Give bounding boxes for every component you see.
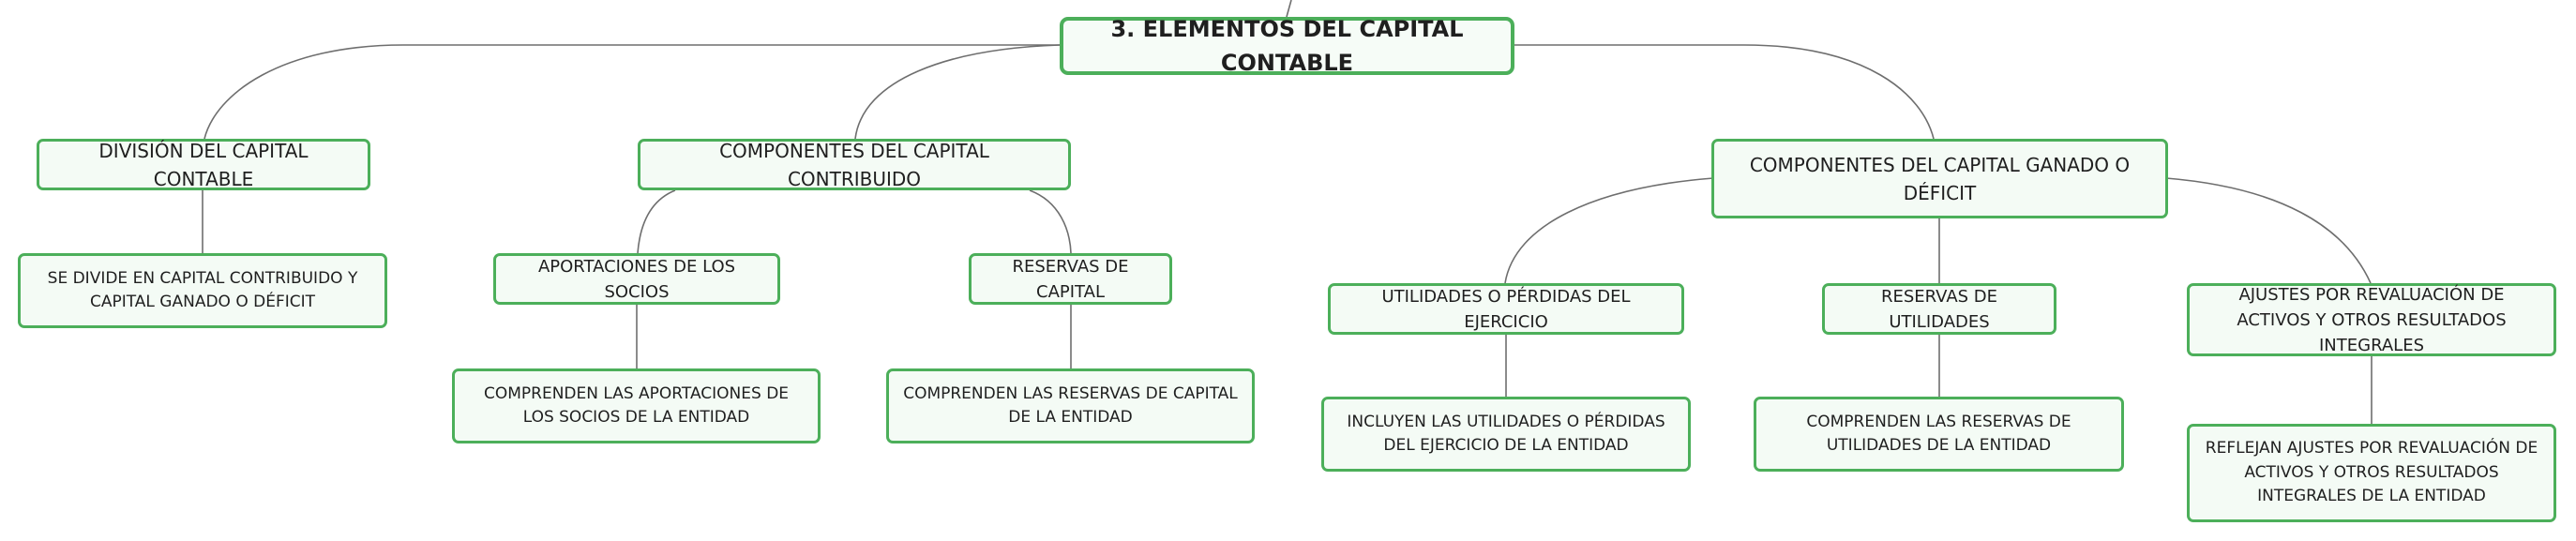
connector-root-to-division xyxy=(203,44,1060,140)
connector-root-to-contribuido xyxy=(854,44,1061,140)
child-ajustes-node[interactable]: AJUSTES POR REVALUACIÓN DE ACTIVOS Y OTR… xyxy=(2187,283,2556,356)
leaf-reservas-capital-node[interactable]: COMPRENDEN LAS RESERVAS DE CAPITAL DE LA… xyxy=(886,368,1255,443)
child-reservas-utilidades-node[interactable]: RESERVAS DE UTILIDADES xyxy=(1822,283,2056,335)
child-utilidades-node[interactable]: UTILIDADES O PÉRDIDAS DEL EJERCICIO xyxy=(1328,283,1684,335)
root-node[interactable]: 3. ELEMENTOS DEL CAPITAL CONTABLE xyxy=(1060,16,1514,76)
leaf-division-node[interactable]: SE DIVIDE EN CAPITAL CONTRIBUIDO Y CAPIT… xyxy=(18,253,387,328)
leaf-aportaciones-node[interactable]: COMPRENDEN LAS APORTACIONES DE LOS SOCIO… xyxy=(452,368,821,443)
connector-ganado-to-ajustes xyxy=(2165,177,2372,284)
branch-ganado-node[interactable]: COMPONENTES DEL CAPITAL GANADO O DÉFICIT xyxy=(1711,139,2168,218)
connector-root-up xyxy=(1286,0,1292,18)
connector-ganado-to-utilidades xyxy=(1504,177,1714,284)
connector-root-to-ganado xyxy=(1514,44,1935,140)
leaf-utilidades-node[interactable]: INCLUYEN LAS UTILIDADES O PÉRDIDAS DEL E… xyxy=(1321,397,1691,472)
branch-division-node[interactable]: DIVISIÓN DEL CAPITAL CONTABLE xyxy=(37,139,370,190)
connector-contribuido-to-aportaciones xyxy=(637,189,676,254)
leaf-reservas-utilidades-node[interactable]: COMPRENDEN LAS RESERVAS DE UTILIDADES DE… xyxy=(1754,397,2124,472)
child-reservas-capital-node[interactable]: RESERVAS DE CAPITAL xyxy=(969,253,1172,305)
leaf-ajustes-node[interactable]: REFLEJAN AJUSTES POR REVALUACIÓN DE ACTI… xyxy=(2187,424,2556,522)
connector-contribuido-to-reservas-capital xyxy=(1029,189,1072,254)
branch-contribuido-node[interactable]: COMPONENTES DEL CAPITAL CONTRIBUIDO xyxy=(638,139,1071,190)
child-aportaciones-node[interactable]: APORTACIONES DE LOS SOCIOS xyxy=(493,253,780,305)
